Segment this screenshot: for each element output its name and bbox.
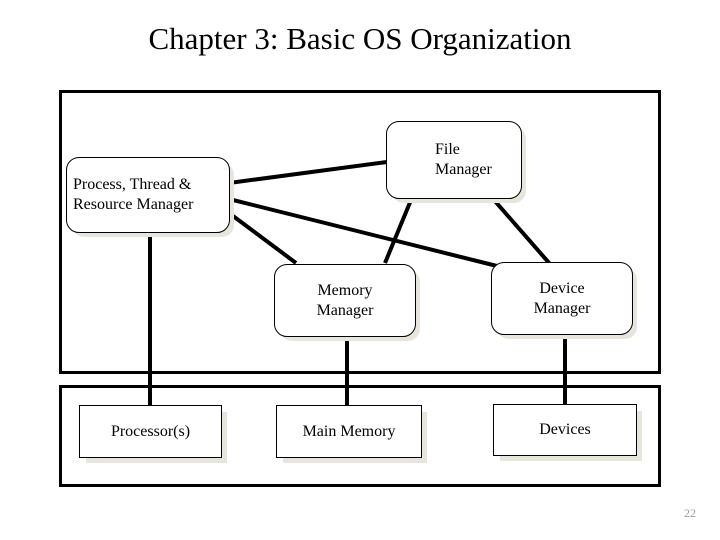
- node-label-line-2: Manager: [533, 299, 591, 317]
- node-label: Processor(s): [110, 422, 191, 440]
- node-label-line-1: Device: [539, 279, 585, 297]
- node-label-line-2: Manager: [316, 301, 374, 319]
- node-label: Main Memory: [302, 422, 396, 440]
- node-device-manager[interactable]: Device Manager: [491, 262, 633, 335]
- node-label-line-1: Memory: [317, 281, 373, 299]
- node-main-memory[interactable]: Main Memory: [276, 405, 422, 458]
- node-label: Devices: [539, 421, 591, 438]
- node-memory-manager[interactable]: Memory Manager: [274, 264, 416, 337]
- node-process-thread-resource-manager[interactable]: Process, Thread & Resource Manager: [66, 157, 230, 233]
- node-label-line-1: File: [435, 141, 460, 158]
- node-label-line-2: Manager: [435, 161, 492, 178]
- node-devices[interactable]: Devices: [493, 404, 637, 456]
- hardware-layer-frame: [59, 385, 661, 487]
- node-file-manager[interactable]: File Manager: [386, 121, 522, 199]
- os-layer-frame: [59, 90, 661, 374]
- page-title: Chapter 3: Basic OS Organization: [148, 21, 572, 56]
- node-label-line-2: Resource Manager: [73, 196, 194, 213]
- page-number: 22: [684, 506, 696, 520]
- node-processors[interactable]: Processor(s): [79, 405, 222, 458]
- node-label-line-1: Process, Thread &: [73, 176, 192, 193]
